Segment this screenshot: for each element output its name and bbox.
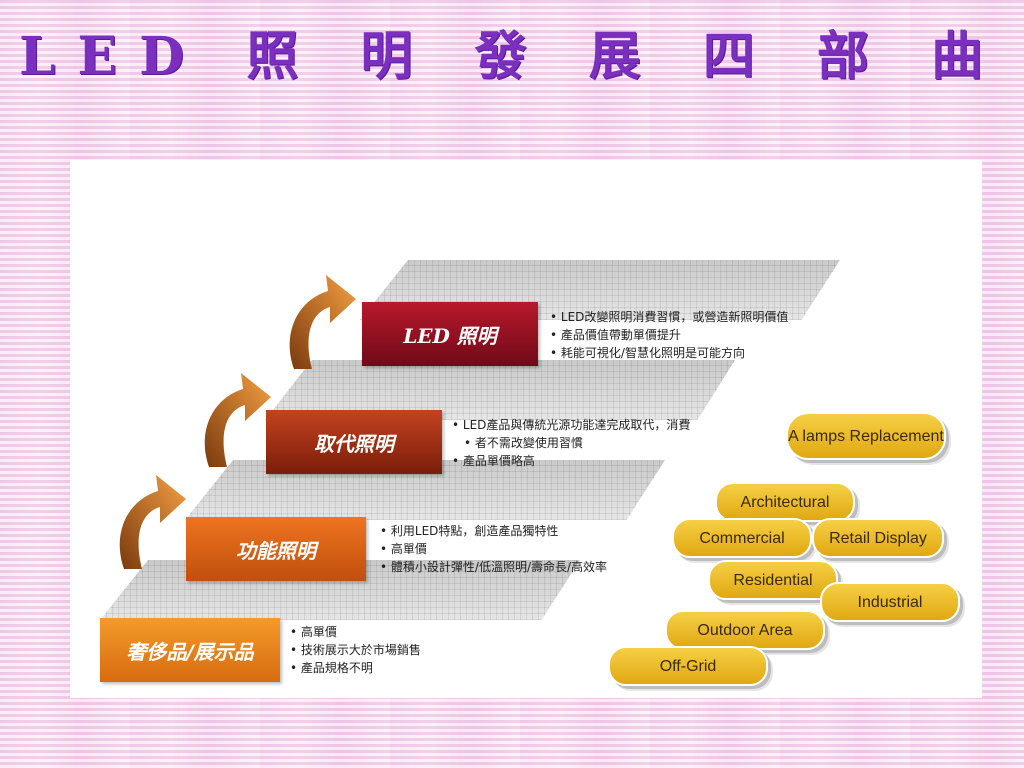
bullet: 高單價 bbox=[380, 540, 607, 558]
slide-title: LED 照 明 發 展 四 部 曲 bbox=[18, 26, 1006, 87]
curved-arrow-icon bbox=[289, 275, 356, 369]
bullet: 產品單價略高 bbox=[452, 452, 690, 470]
bullet: 產品價值帶動單價提升 bbox=[550, 326, 788, 344]
pill-industrial: Industrial bbox=[820, 582, 960, 622]
stage-2-bullets: 利用LED特點，創造產品獨特性 高單價 體積小設計彈性/低溫照明/壽命長/高效率 bbox=[380, 522, 607, 576]
pill-outdoor-area: Outdoor Area bbox=[665, 610, 825, 650]
bullet: 技術展示大於市場銷售 bbox=[290, 641, 421, 659]
stage-label-led: LED 照明 bbox=[362, 302, 538, 366]
stage-label-functional: 功能照明 bbox=[186, 517, 366, 581]
curved-arrow-icon bbox=[119, 475, 186, 569]
bullet: 耗能可視化/智慧化照明是可能方向 bbox=[550, 344, 788, 362]
bullet: LED產品與傳統光源功能達完成取代，消費 bbox=[452, 416, 691, 434]
stage-1-bullets: 高單價 技術展示大於市場銷售 產品規格不明 bbox=[290, 623, 421, 677]
bullet: 利用LED特點，創造產品獨特性 bbox=[380, 522, 607, 540]
bullet: 高單價 bbox=[290, 623, 421, 641]
stage-3-bullets: LED產品與傳統光源功能達完成取代，消費 者不需改變使用習慣 產品單價略高 bbox=[452, 416, 691, 470]
bullet: LED改變照明消費習慣，或營造新照明價值 bbox=[550, 308, 789, 326]
stage-label-luxury: 奢侈品/展示品 bbox=[100, 618, 280, 682]
curved-arrow-icon bbox=[204, 373, 271, 467]
pill-a-lamps: A lamps Replacement bbox=[786, 412, 946, 460]
bullet: 體積小設計彈性/低溫照明/壽命長/高效率 bbox=[380, 558, 607, 576]
pill-architectural: Architectural bbox=[715, 482, 855, 522]
bullet: 者不需改變使用習慣 bbox=[452, 434, 690, 452]
stage-4-bullets: LED改變照明消費習慣，或營造新照明價值 產品價值帶動單價提升 耗能可視化/智慧… bbox=[550, 308, 789, 362]
pill-residential: Residential bbox=[708, 560, 838, 600]
pill-off-grid: Off-Grid bbox=[608, 646, 768, 686]
diagram-panel: LED 照明 取代照明 功能照明 奢侈品/展示品 LED改變照明消費習慣，或營造… bbox=[70, 160, 982, 698]
pill-commercial: Commercial bbox=[672, 518, 812, 558]
bullet: 產品規格不明 bbox=[290, 659, 421, 677]
stage-label-replacement: 取代照明 bbox=[266, 410, 442, 474]
pill-retail-display: Retail Display bbox=[812, 518, 944, 558]
